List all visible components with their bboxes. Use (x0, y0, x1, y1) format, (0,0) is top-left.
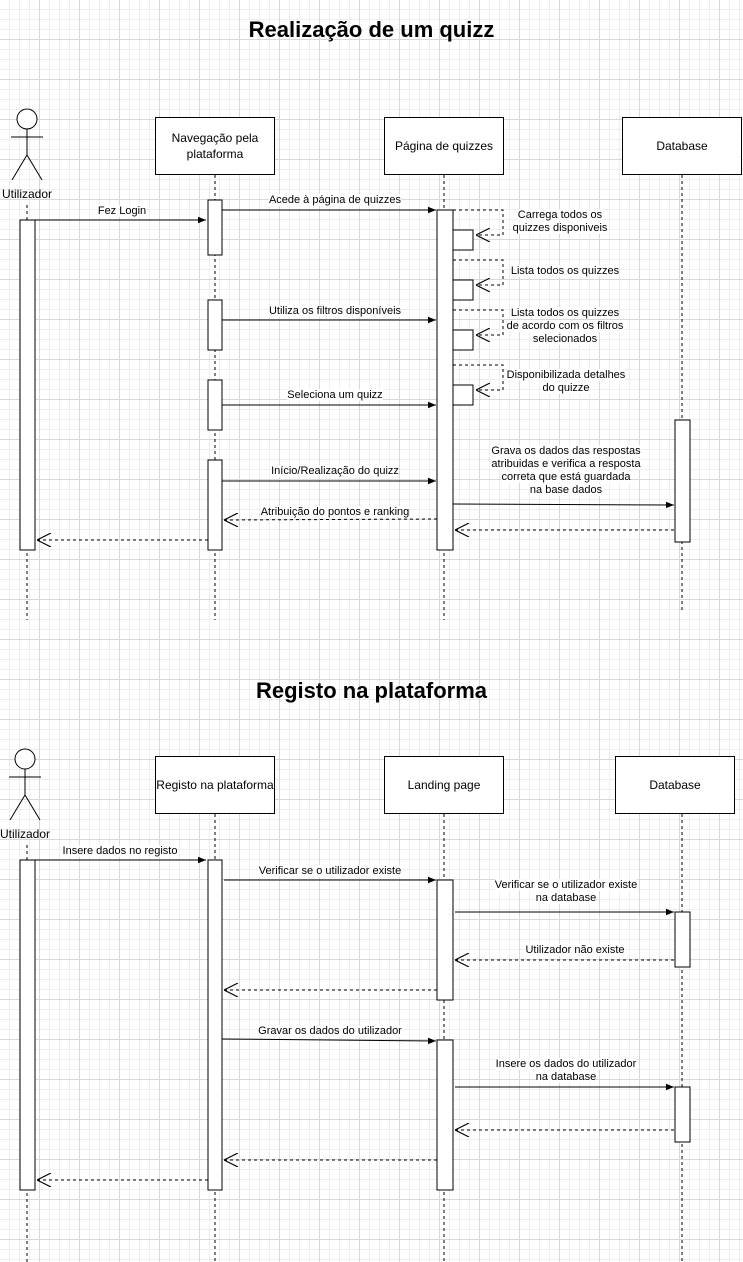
self-call-label: Carrega todos os quizzes disponiveis (512, 209, 608, 234)
participant-database: Database (622, 117, 742, 175)
participant-landing-page: Landing page (384, 756, 504, 814)
actor-icon (9, 748, 41, 821)
message-label: Insere os dados do utilizador na databas… (495, 1058, 637, 1083)
activation-database-2 (674, 1086, 691, 1143)
actor-icon (11, 108, 43, 181)
activation-self-3 (452, 329, 474, 351)
message-label: Utilizador não existe (525, 944, 625, 956)
message-label: Insere dados no registo (62, 845, 178, 857)
self-call-lista (453, 259, 504, 285)
activation-self-1 (452, 229, 474, 251)
message-label: Fez Login (97, 205, 147, 217)
activation-utilizador (19, 219, 36, 551)
activation-landing-1 (436, 879, 454, 1001)
message-label: Verificar se o utilizador existe (258, 865, 402, 877)
participant-pagina-quizzes: Página de quizzes (384, 117, 504, 175)
diagram-title-registo: Registo na plataforma (255, 678, 488, 703)
actor-label: Utilizador (0, 827, 50, 841)
activation-database-1 (674, 911, 691, 968)
diagram-title-quiz: Realização de um quizz (248, 17, 495, 42)
participant-registo: Registo na plataforma (155, 756, 275, 814)
arrow-gravar-dados (221, 1037, 437, 1045)
activation-navegacao-3 (207, 379, 223, 431)
self-call-carrega (453, 209, 504, 235)
participant-database: Database (615, 756, 735, 814)
activation-navegacao-1 (207, 199, 223, 256)
arrow-grava-dados (452, 501, 675, 509)
activation-landing-2 (436, 1039, 454, 1191)
message-label: Início/Realização do quizz (271, 465, 399, 477)
activation-navegacao-2 (207, 299, 223, 351)
activation-pagina (436, 209, 454, 551)
participant-navegacao: Navegação pela plataforma (155, 117, 275, 175)
activation-utilizador (19, 859, 36, 1191)
activation-self-4 (452, 384, 474, 406)
return-pontos-ranking (224, 519, 438, 520)
message-label: Atribuição do pontos e ranking (260, 506, 410, 518)
activation-registo (207, 859, 223, 1191)
activation-database (674, 419, 691, 543)
message-label: Grava os dados das respostas atribuidas … (491, 445, 641, 496)
message-label: Gravar os dados do utilizador (258, 1025, 402, 1037)
message-label: Verificar se o utilizador existe na data… (494, 879, 638, 904)
message-label: Seleciona um quizz (287, 389, 383, 401)
self-call-label: Disponibilizada detalhes do quizze (506, 369, 626, 394)
self-call-detalhes (453, 364, 504, 390)
self-call-label: Lista todos os quizzes (510, 265, 620, 277)
actor-label: Utilizador (1, 187, 52, 201)
self-call-lista-filtros (453, 309, 504, 335)
message-label: Acede à página de quizzes (268, 194, 402, 206)
self-call-label: Lista todos os quizzes de acordo com os … (506, 307, 624, 345)
message-label: Utiliza os filtros disponíveis (268, 305, 402, 317)
activation-navegacao-4 (207, 459, 223, 551)
activation-self-2 (452, 279, 474, 301)
